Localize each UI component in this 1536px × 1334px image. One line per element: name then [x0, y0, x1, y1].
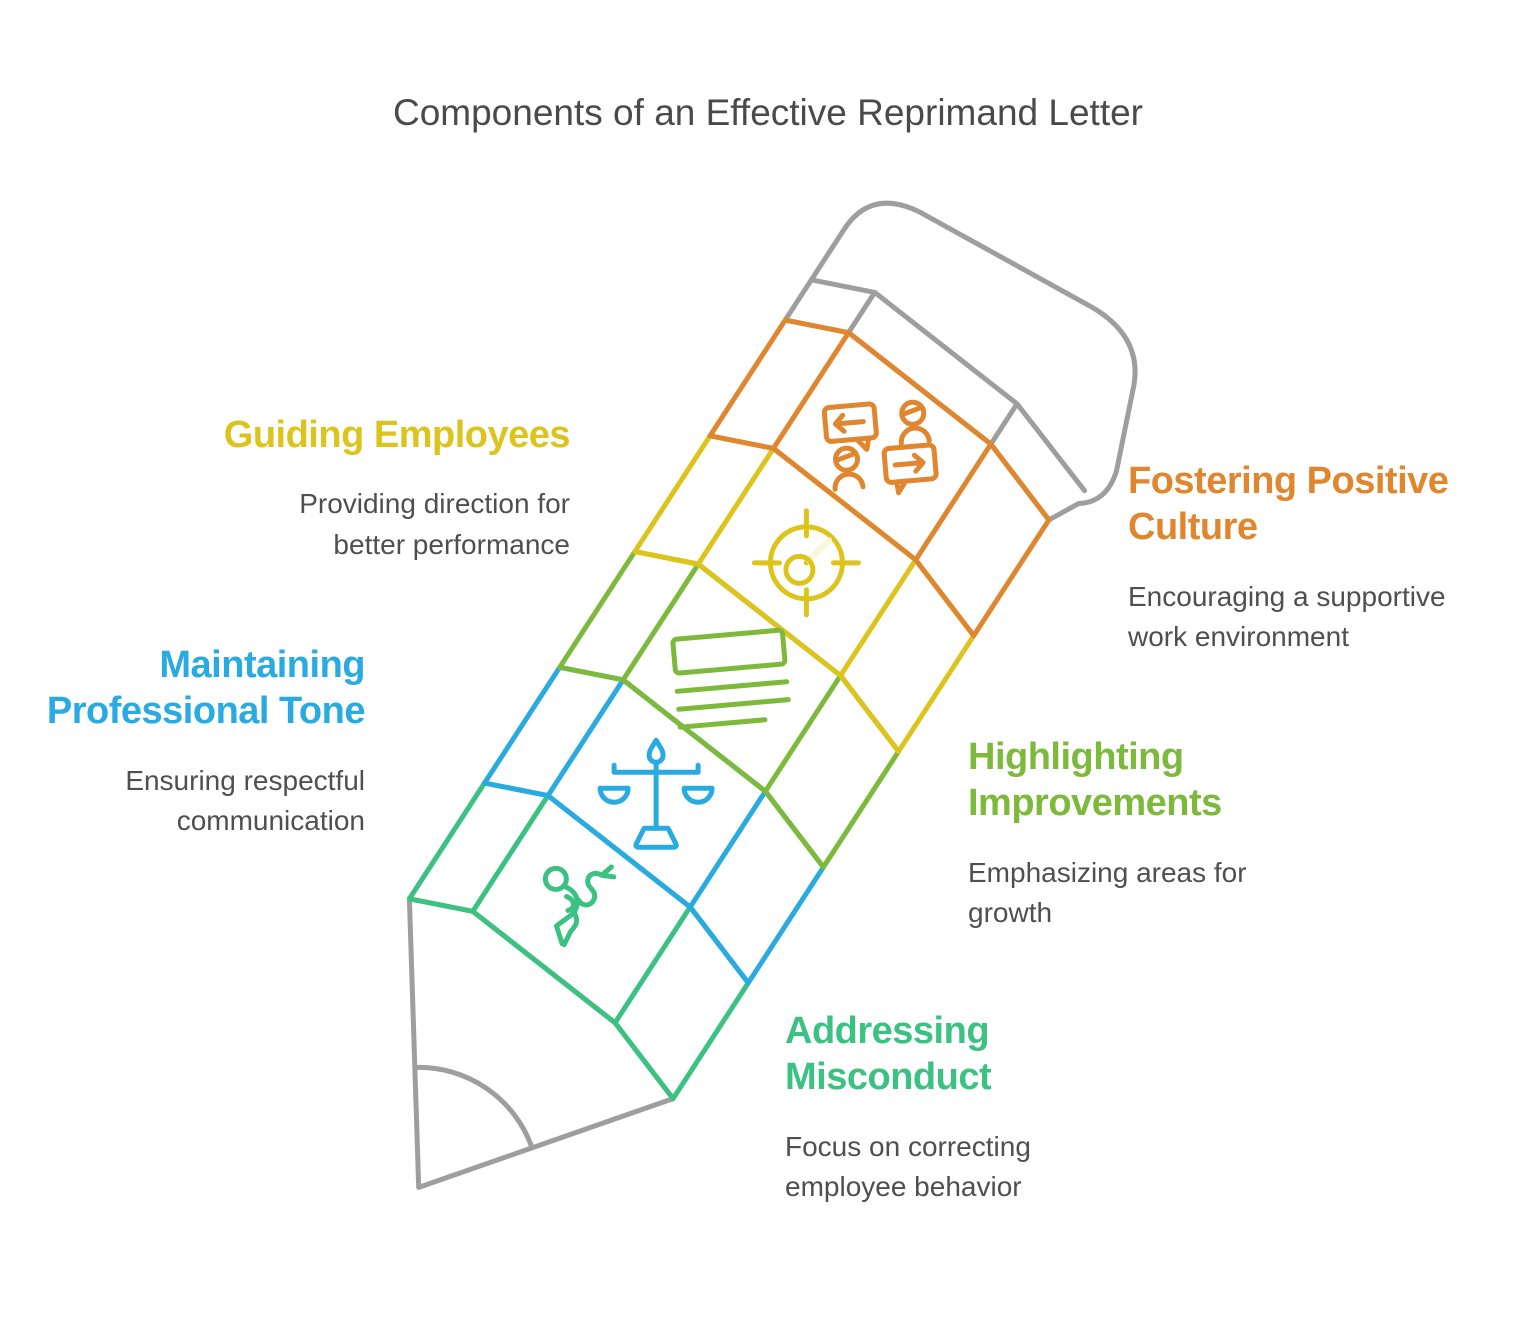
pencil-tip — [406, 896, 676, 1190]
label-fostering-positive-culture: Fostering Positive Culture Encouraging a… — [1128, 458, 1449, 658]
target-icon — [751, 508, 861, 618]
label-body: Encouraging a supportive work environmen… — [1128, 580, 1446, 653]
conversation-icon — [821, 399, 939, 496]
document-icon — [670, 627, 791, 730]
label-heading: Fostering Positive Culture — [1128, 460, 1449, 549]
scales-icon — [597, 737, 715, 850]
label-highlighting-improvements: Highlighting Improvements Emphasizing ar… — [968, 734, 1247, 934]
label-heading: Guiding Employees — [223, 414, 571, 456]
label-body: Emphasizing areas for growth — [968, 856, 1247, 929]
label-body: Focus on correcting employee behavior — [785, 1130, 1031, 1203]
label-body: Providing direction for better performan… — [299, 488, 570, 560]
segment-fostering-positive-culture — [707, 317, 1052, 639]
segment-addressing-misconduct — [406, 780, 751, 1102]
label-heading: Maintaining Professional Tone — [46, 644, 366, 733]
pencil-lead-arc — [412, 1064, 535, 1151]
label-maintaining-professional-tone: Maintaining Professional Tone Ensuring r… — [46, 642, 366, 842]
pencil-eraser — [782, 200, 1138, 523]
segment-guiding-employees — [632, 433, 977, 754]
label-heading: Addressing Misconduct — [785, 1010, 992, 1099]
segment-maintaining-professional-tone — [482, 664, 826, 986]
pencil — [406, 200, 1138, 1190]
label-guiding-employees: Guiding Employees Providing direction fo… — [223, 412, 571, 566]
label-addressing-misconduct: Addressing Misconduct Focus on correctin… — [785, 1008, 1031, 1208]
label-heading: Highlighting Improvements — [968, 736, 1222, 825]
label-body: Ensuring respectful communication — [125, 764, 365, 837]
segment-highlighting-improvements — [557, 549, 902, 870]
person-icon — [542, 864, 617, 948]
page-title: Components of an Effective Reprimand Let… — [392, 92, 1143, 133]
